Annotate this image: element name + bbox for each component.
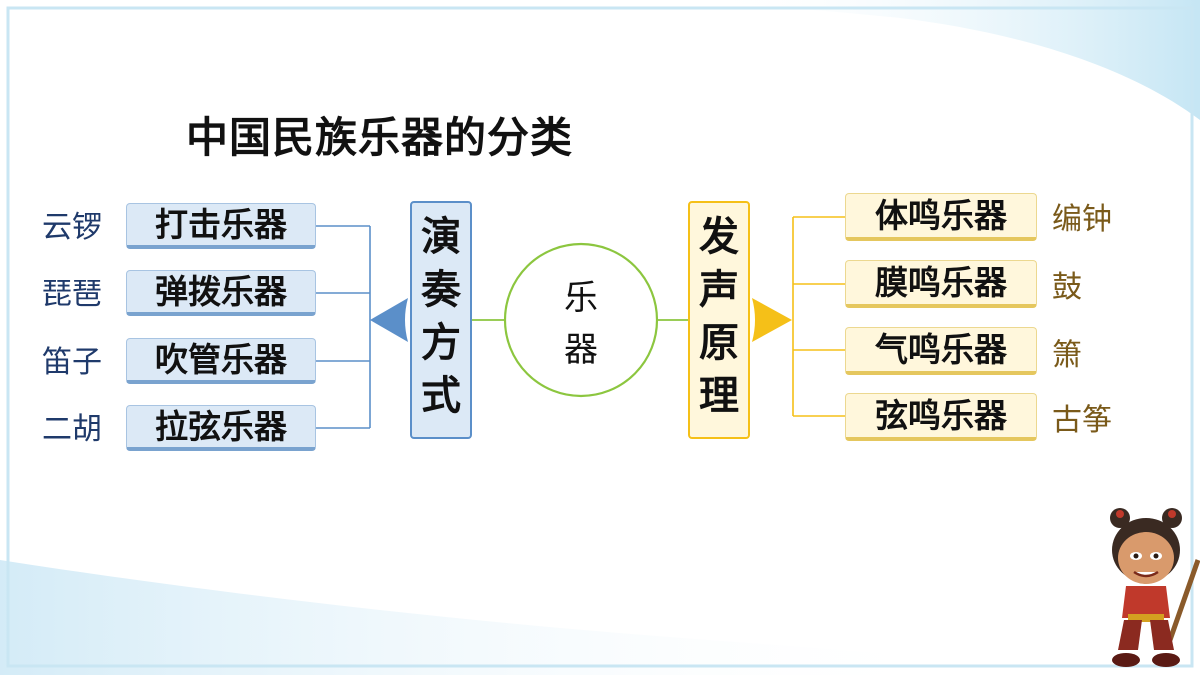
right-example-3: 箫 xyxy=(1052,338,1082,373)
left-arrow-head xyxy=(370,298,408,342)
center-label: 乐器 xyxy=(564,278,598,370)
mascot-character-illustration xyxy=(1110,508,1200,667)
left-category-4: 拉弦乐器 xyxy=(126,405,316,451)
left-category-3: 吹管乐器 xyxy=(126,338,316,384)
right-example-1: 编钟 xyxy=(1052,202,1112,237)
mascot-leg-right xyxy=(1150,620,1174,650)
mascot-face xyxy=(1118,532,1174,584)
mascot-body xyxy=(1122,586,1170,618)
left-branch-box: 演奏方式 xyxy=(410,201,472,439)
left-example-2: 琵琶 xyxy=(42,277,102,312)
slide-border xyxy=(6,6,1194,668)
left-category-1: 打击乐器 xyxy=(126,203,316,249)
right-example-4: 古筝 xyxy=(1052,403,1112,438)
right-arrow-head xyxy=(752,298,792,342)
left-example-1: 云锣 xyxy=(42,210,102,245)
right-branch-label: 发声原理 xyxy=(699,214,739,419)
right-category-3: 气鸣乐器 xyxy=(845,327,1037,375)
right-category-1: 体鸣乐器 xyxy=(845,193,1037,241)
mascot-staff xyxy=(1167,559,1200,641)
page-title: 中国民族乐器的分类 xyxy=(186,113,574,162)
left-category-2: 弹拨乐器 xyxy=(126,270,316,316)
center-circle xyxy=(503,242,659,398)
right-category-4: 弦鸣乐器 xyxy=(845,393,1037,441)
right-branch-box: 发声原理 xyxy=(688,201,750,439)
bottom-left-wave xyxy=(0,560,960,675)
mascot-leg-left xyxy=(1118,620,1142,650)
left-branch-label: 演奏方式 xyxy=(421,214,461,419)
left-example-4: 二胡 xyxy=(42,412,102,447)
top-right-wave xyxy=(700,0,1200,120)
right-example-2: 鼓 xyxy=(1052,270,1082,305)
right-category-2: 膜鸣乐器 xyxy=(845,260,1037,308)
left-example-3: 笛子 xyxy=(42,345,102,380)
